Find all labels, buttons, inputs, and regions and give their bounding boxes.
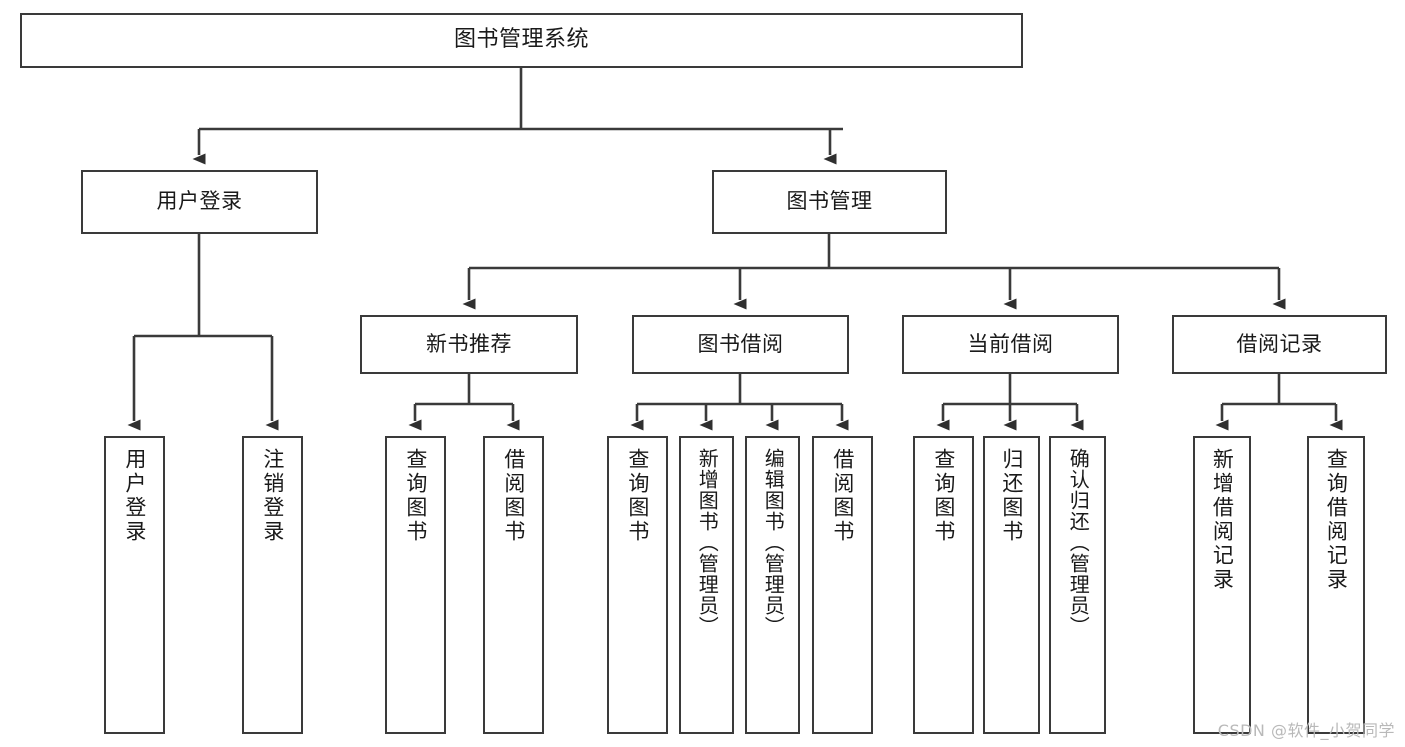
leaf-node[interactable]: 查询图书 [607, 436, 668, 734]
leaf-node[interactable]: 查询图书 [913, 436, 974, 734]
node-borrow-record[interactable]: 借阅记录 [1172, 315, 1387, 374]
node-new-book-recommend[interactable]: 新书推荐 [360, 315, 578, 374]
node-root-system[interactable]: 图书管理系统 [20, 13, 1023, 68]
leaf-node[interactable]: 用户登录 [104, 436, 165, 734]
leaf-node[interactable]: 归还图书 [983, 436, 1040, 734]
leaf-label: 新增图书（管理员） [695, 448, 720, 637]
leaf-node[interactable]: 注销登录 [242, 436, 303, 734]
leaf-label: 确认归还（管理员） [1066, 448, 1091, 637]
leaf-node[interactable]: 编辑图书（管理员） [745, 436, 800, 734]
leaf-label: 用户登录 [122, 448, 147, 544]
node-book-borrow[interactable]: 图书借阅 [632, 315, 849, 374]
csdn-watermark: CSDN @软件_小贺同学 [1217, 721, 1395, 740]
node-current-borrow[interactable]: 当前借阅 [902, 315, 1119, 374]
leaf-node[interactable]: 借阅图书 [812, 436, 873, 734]
leaf-node[interactable]: 借阅图书 [483, 436, 544, 734]
leaf-label: 借阅图书 [501, 448, 526, 544]
leaf-node[interactable]: 查询图书 [385, 436, 446, 734]
leaf-label: 查询图书 [625, 448, 650, 544]
leaf-label: 编辑图书（管理员） [761, 448, 786, 637]
leaf-node[interactable]: 新增图书（管理员） [679, 436, 734, 734]
node-book-management[interactable]: 图书管理 [712, 170, 947, 234]
leaf-label: 查询图书 [403, 448, 428, 544]
leaf-label: 注销登录 [260, 448, 285, 544]
leaf-label: 借阅图书 [830, 448, 855, 544]
leaf-node[interactable]: 查询借阅记录 [1307, 436, 1365, 734]
leaf-label: 新增借阅记录 [1210, 448, 1235, 592]
node-user-login[interactable]: 用户登录 [81, 170, 318, 234]
leaf-node[interactable]: 新增借阅记录 [1193, 436, 1251, 734]
leaf-label: 查询图书 [931, 448, 956, 544]
leaf-node[interactable]: 确认归还（管理员） [1049, 436, 1106, 734]
leaf-label: 归还图书 [999, 448, 1024, 544]
leaf-label: 查询借阅记录 [1324, 448, 1349, 592]
